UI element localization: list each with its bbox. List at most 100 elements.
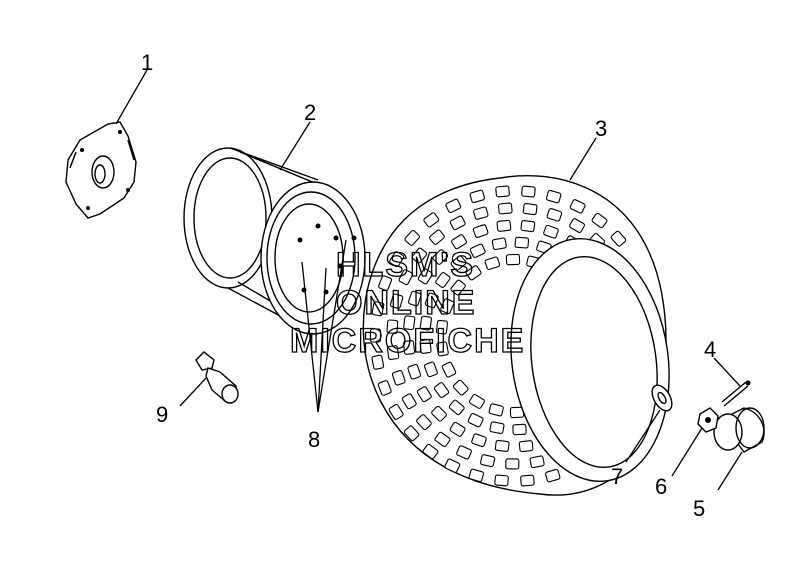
tread-block <box>371 301 385 317</box>
tread-block <box>456 445 472 460</box>
tread-block <box>514 236 530 249</box>
tread-block <box>520 474 535 487</box>
callout-1: 1 <box>141 50 153 75</box>
tread-block <box>401 393 417 410</box>
tread-block <box>424 292 439 309</box>
tire-tread-pattern <box>369 185 627 487</box>
tread-block <box>498 202 513 215</box>
tread-block <box>505 253 521 266</box>
part-9-valve-stem <box>195 351 239 404</box>
tread-block <box>448 399 465 416</box>
tread-block <box>433 382 450 399</box>
tread-block <box>450 255 467 271</box>
tread-block <box>434 431 451 448</box>
tread-block <box>378 275 393 291</box>
tread-block <box>494 439 510 453</box>
tread-block <box>423 361 438 378</box>
leader-lines <box>115 69 743 491</box>
tread-block <box>505 458 520 470</box>
tread-block <box>423 212 440 228</box>
tread-block <box>495 185 510 198</box>
tread-block <box>496 219 512 232</box>
tread-block <box>431 405 447 422</box>
tread-block <box>445 198 462 214</box>
tread-block <box>435 272 451 288</box>
part-6-nut <box>697 407 719 433</box>
part-7-washer <box>651 384 673 412</box>
tread-block <box>389 251 405 268</box>
tread-block <box>512 423 527 436</box>
tread-block <box>449 215 466 231</box>
tread-block <box>416 386 432 403</box>
callout-2: 2 <box>304 100 316 125</box>
tread-block <box>369 328 382 343</box>
tread-block <box>422 443 439 460</box>
tread-block <box>389 293 404 309</box>
tread-block <box>377 380 392 396</box>
tread-block <box>451 234 467 250</box>
tread-block <box>417 268 433 285</box>
tread-block <box>484 256 501 271</box>
tread-block <box>569 218 585 233</box>
tread-block <box>416 414 432 431</box>
part-3-tire <box>362 174 670 496</box>
callout-3: 3 <box>595 116 607 141</box>
watermark-line-1: HLSM'S <box>336 246 475 284</box>
tread-block <box>522 202 538 216</box>
tread-block <box>452 379 469 396</box>
callout-8: 8 <box>308 427 320 452</box>
tread-block <box>546 208 563 222</box>
tread-block <box>398 269 414 286</box>
part-4-cotter-pin <box>721 380 751 407</box>
tread-block <box>419 315 433 331</box>
tread-block <box>444 458 461 473</box>
watermark-line-3: MICROFICHE <box>290 322 525 360</box>
tread-block <box>391 370 406 386</box>
tread-block <box>403 425 420 442</box>
callout-9: 9 <box>156 402 168 427</box>
tread-block <box>450 279 466 296</box>
tread-block <box>403 315 416 331</box>
tread-block <box>529 455 545 469</box>
tread-block <box>411 247 428 264</box>
tread-block <box>386 345 400 361</box>
tread-block <box>432 249 449 265</box>
tread-block <box>419 339 432 354</box>
tread-block <box>403 340 416 355</box>
tread-block <box>371 354 385 370</box>
callout-numbers: 1 2 3 4 5 6 7 8 9 <box>141 50 716 521</box>
tread-block <box>545 468 561 483</box>
tread-block <box>468 468 485 483</box>
callout-7: 7 <box>611 464 623 489</box>
callout-4: 4 <box>704 337 716 362</box>
tread-block <box>494 474 509 487</box>
tread-block <box>521 185 536 198</box>
watermark: HLSM'S ONLINE MICROFICHE <box>289 245 525 360</box>
tread-block <box>491 237 507 251</box>
tread-block <box>473 206 489 220</box>
tread-block <box>404 230 421 246</box>
tread-block <box>489 421 505 435</box>
tread-block <box>469 189 485 204</box>
tread-block <box>520 219 536 233</box>
tread-block <box>472 224 489 238</box>
tread-block <box>569 199 586 214</box>
tread-block <box>467 412 484 428</box>
tread-block <box>488 403 504 417</box>
tread-block <box>469 243 486 258</box>
tread-block <box>591 212 608 229</box>
tread-block <box>386 319 399 334</box>
tread-block <box>436 341 449 357</box>
callout-5: 5 <box>693 496 705 521</box>
tread-block <box>469 394 485 409</box>
callout-6: 6 <box>655 474 667 499</box>
tread-block <box>610 230 627 247</box>
tread-block <box>441 361 457 378</box>
tread-block <box>545 189 562 204</box>
part-5-hub-cap <box>713 407 765 453</box>
tread-block <box>465 265 482 281</box>
tread-block <box>480 454 496 468</box>
tread-block <box>407 363 422 380</box>
part-1-hub-plate <box>65 121 137 219</box>
